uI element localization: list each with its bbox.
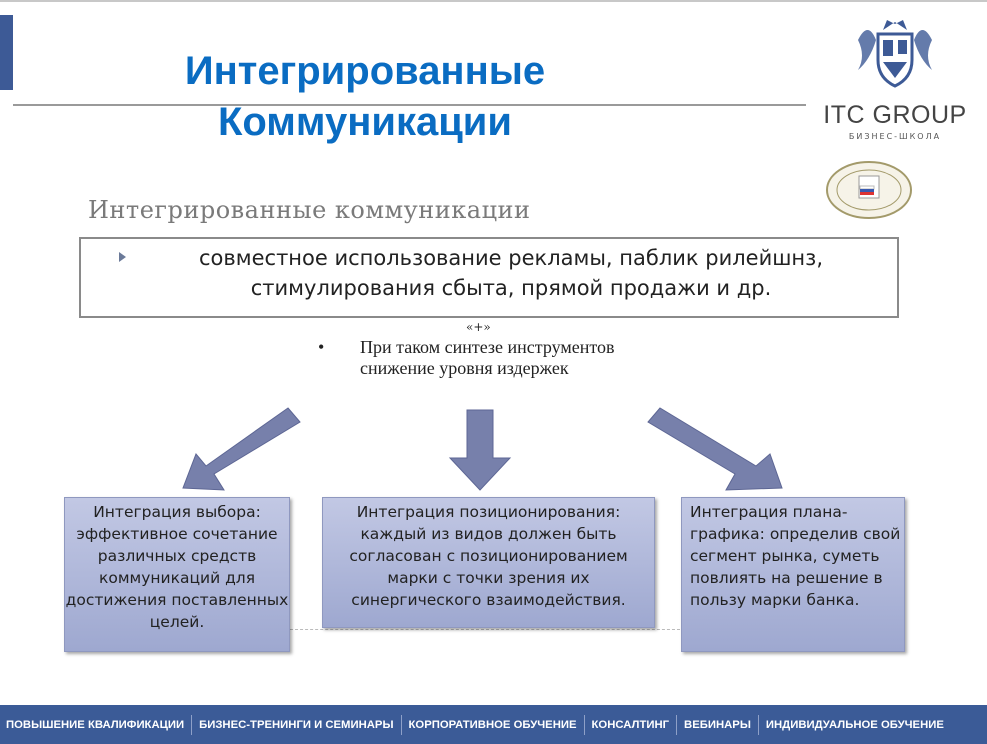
slide-subtitle: Интегрированные коммуникации	[88, 196, 531, 224]
arrow-right-icon	[647, 407, 783, 491]
university-seal-icon	[826, 161, 912, 219]
main-point-box: совместное использование рекламы, паблик…	[79, 237, 899, 318]
main-point-text: совместное использование рекламы, паблик…	[198, 246, 824, 300]
plus-label: «+»	[466, 320, 491, 334]
crest-icon	[858, 20, 932, 88]
bullet-dot: •	[318, 337, 325, 357]
note-text: При таком синтезе инструментов снижение …	[360, 337, 615, 378]
page-title: Интегрированные Коммуникации	[130, 46, 600, 148]
bullet-triangle-icon	[119, 252, 126, 262]
footer-item-individual[interactable]: ИНДИВИДУАЛЬНОЕ ОБУЧЕНИЕ	[765, 718, 944, 731]
top-border	[0, 0, 987, 2]
integration-positioning-box: Интеграция позиционирования: каждый из в…	[322, 497, 655, 628]
footer-item-webinars[interactable]: ВЕБИНАРЫ	[677, 714, 759, 735]
arrow-down-icon	[448, 409, 512, 491]
logo-subtitle: БИЗНЕС-ШКОЛА	[848, 132, 942, 141]
logo-brand: ITC GROUP	[823, 101, 967, 129]
header-divider	[13, 104, 806, 106]
integration-choice-box: Интеграция выбора: эффективное сочетание…	[64, 497, 290, 652]
itc-group-logo: ITC GROUP БИЗНЕС-ШКОЛА	[820, 10, 970, 141]
title-line-1: Интегрированные	[184, 49, 546, 93]
footer-item-trainings[interactable]: БИЗНЕС-ТРЕНИНГИ И СЕМИНАРЫ	[192, 714, 402, 735]
footer-item-corporate[interactable]: КОРПОРАТИВНОЕ ОБУЧЕНИЕ	[402, 714, 585, 735]
footer-item-consulting[interactable]: КОНСАЛТИНГ	[585, 714, 678, 735]
left-accent-bar	[0, 15, 13, 90]
title-line-2: Коммуникации	[217, 100, 512, 144]
footer-item-qualification[interactable]: ПОВЫШЕНИЕ КВАЛИФИКАЦИИ	[6, 714, 193, 735]
arrow-left-icon	[182, 407, 301, 491]
footer-nav: ПОВЫШЕНИЕ КВАЛИФИКАЦИИ БИЗНЕС-ТРЕНИНГИ И…	[0, 705, 987, 744]
integration-schedule-box: Интеграция плана-графика: определив свой…	[681, 497, 905, 652]
